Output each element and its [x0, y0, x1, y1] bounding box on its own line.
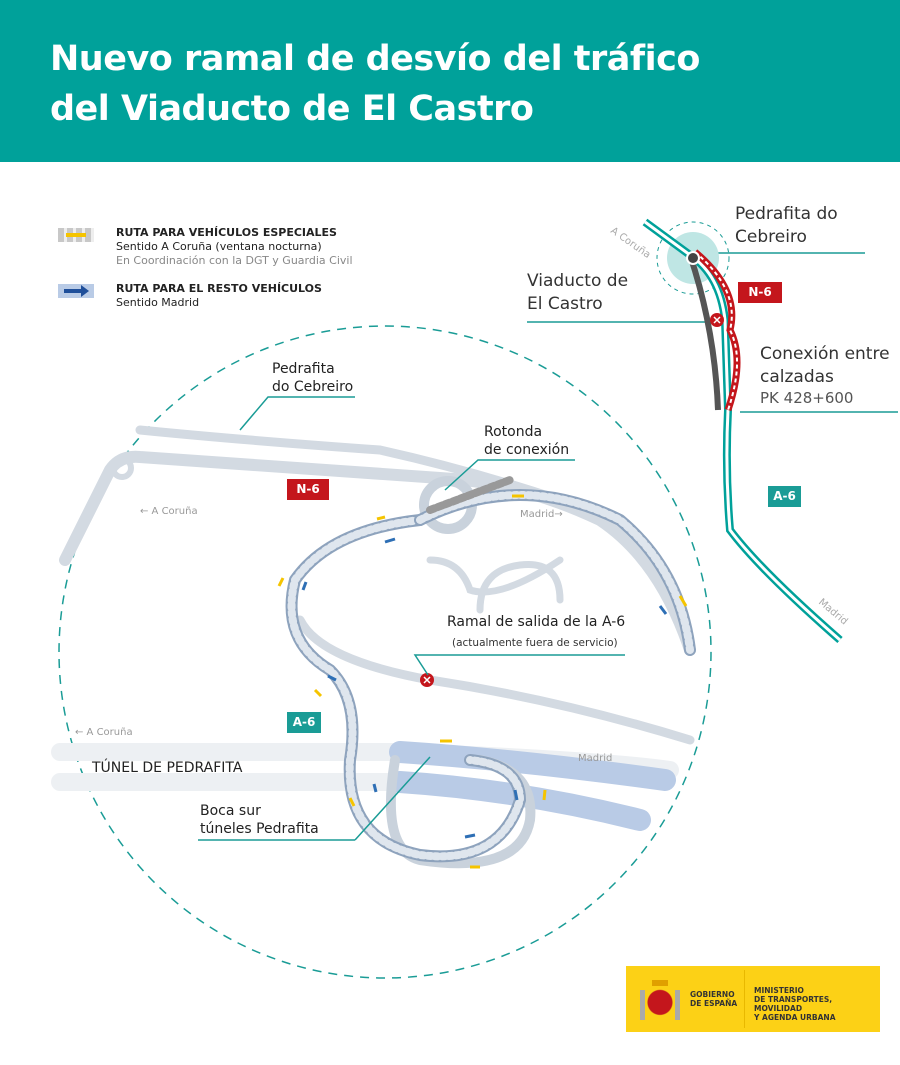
label-ramal: Ramal de salida de la A-6 [447, 614, 626, 630]
a6-badge: A-6 [287, 712, 321, 733]
logo-text: GOBIERNO [690, 990, 735, 999]
legend-line: Sentido A Coruña (ventana nocturna) [116, 240, 322, 253]
inset-a6-badge: A-6 [768, 486, 801, 507]
zoom-circle [58, 325, 712, 979]
blue-arrow-icon [58, 284, 94, 298]
n6-badge: N-6 [287, 479, 329, 500]
logo-text: MINISTERIO [754, 986, 804, 995]
logo-text: DE ESPAÑA [690, 999, 738, 1008]
legend-line: Sentido Madrid [116, 296, 200, 309]
yellow-arrow-dashed-icon [58, 228, 94, 242]
header-banner: Nuevo ramal de desvío del tráfico del Vi… [0, 0, 900, 162]
roads [51, 425, 696, 869]
legend-title: RUTA PARA EL RESTO VEHÍCULOS [116, 282, 322, 295]
direction-arrows [277, 494, 688, 869]
inset-n6-badge: N-6 [738, 282, 782, 303]
madrid-label-top: Madrid→ [520, 509, 563, 520]
madrid-label-bottom: Madrid [578, 753, 613, 764]
coruna-label-bottom: ← A Coruña [75, 727, 133, 738]
label-tunel: TÚNEL DE PEDRAFITA [92, 760, 243, 776]
inset-coruna-label: A Coruña [608, 225, 652, 260]
label-ramal-status: (actualmente fuera de servicio) [452, 637, 618, 649]
legend-title: RUTA PARA VEHÍCULOS ESPECIALES [116, 226, 337, 239]
logo-text: DE TRANSPORTES, MOVILIDAD [754, 995, 833, 1013]
title-line-1: Nuevo ramal de desvío del tráfico [50, 39, 700, 79]
page-title: Nuevo ramal de desvío del tráfico del Vi… [50, 34, 700, 134]
coruna-label-top: ← A Coruña [140, 506, 198, 517]
logo-divider [744, 970, 745, 1028]
title-line-2: del Viaducto de El Castro [50, 89, 534, 129]
logo-text: Y AGENDA URBANA [754, 1013, 836, 1022]
legend-note: En Coordinación con la DGT y Guardia Civ… [116, 254, 353, 267]
inset-label-pk: PK 428+600 [760, 389, 854, 407]
leader-lines [198, 252, 898, 841]
closed-marker-icon [420, 673, 434, 687]
inset-map [642, 218, 843, 644]
coat-of-arms-icon [640, 976, 680, 1024]
